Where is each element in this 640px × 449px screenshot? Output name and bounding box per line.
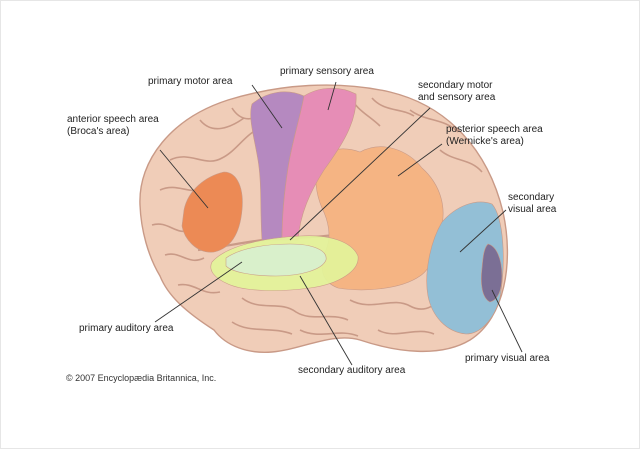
- primary-visual-area: [480, 243, 503, 303]
- label-primary-auditory-area: primary auditory area: [79, 323, 174, 334]
- primary-sensory-area: [281, 87, 357, 241]
- label-primary-visual-area: primary visual area: [465, 353, 550, 364]
- leader-primary-visual: [491, 289, 523, 353]
- leader-lines: [154, 81, 523, 366]
- leader-secondary-motor-sensory: [289, 107, 431, 241]
- copyright-notice: © 2007 Encyclopædia Britannica, Inc.: [66, 373, 217, 383]
- leader-secondary-visual: [459, 209, 507, 253]
- brain-gyri: [151, 95, 483, 337]
- label-primary-motor-area: primary motor area: [148, 76, 233, 87]
- anterior-speech-area: [181, 171, 243, 253]
- leader-primary-sensory: [327, 81, 337, 111]
- label-primary-sensory-area: primary sensory area: [280, 66, 374, 77]
- leader-primary-motor: [251, 84, 283, 129]
- label-anterior-speech-area: anterior speech area (Broca's area): [67, 114, 159, 137]
- label-posterior-speech-area: posterior speech area (Wernicke's area): [446, 124, 543, 147]
- leader-anterior-speech: [159, 149, 209, 209]
- label-secondary-visual-area: secondary visual area: [508, 192, 557, 215]
- secondary-visual-area: [426, 201, 504, 335]
- leader-posterior-speech: [397, 143, 443, 177]
- primary-auditory-area: [225, 243, 327, 277]
- leader-secondary-auditory: [299, 275, 353, 366]
- label-secondary-auditory-area: secondary auditory area: [298, 365, 406, 376]
- leader-primary-auditory: [154, 261, 243, 323]
- label-secondary-motor-sensory-area: secondary motor and sensory area: [418, 80, 496, 103]
